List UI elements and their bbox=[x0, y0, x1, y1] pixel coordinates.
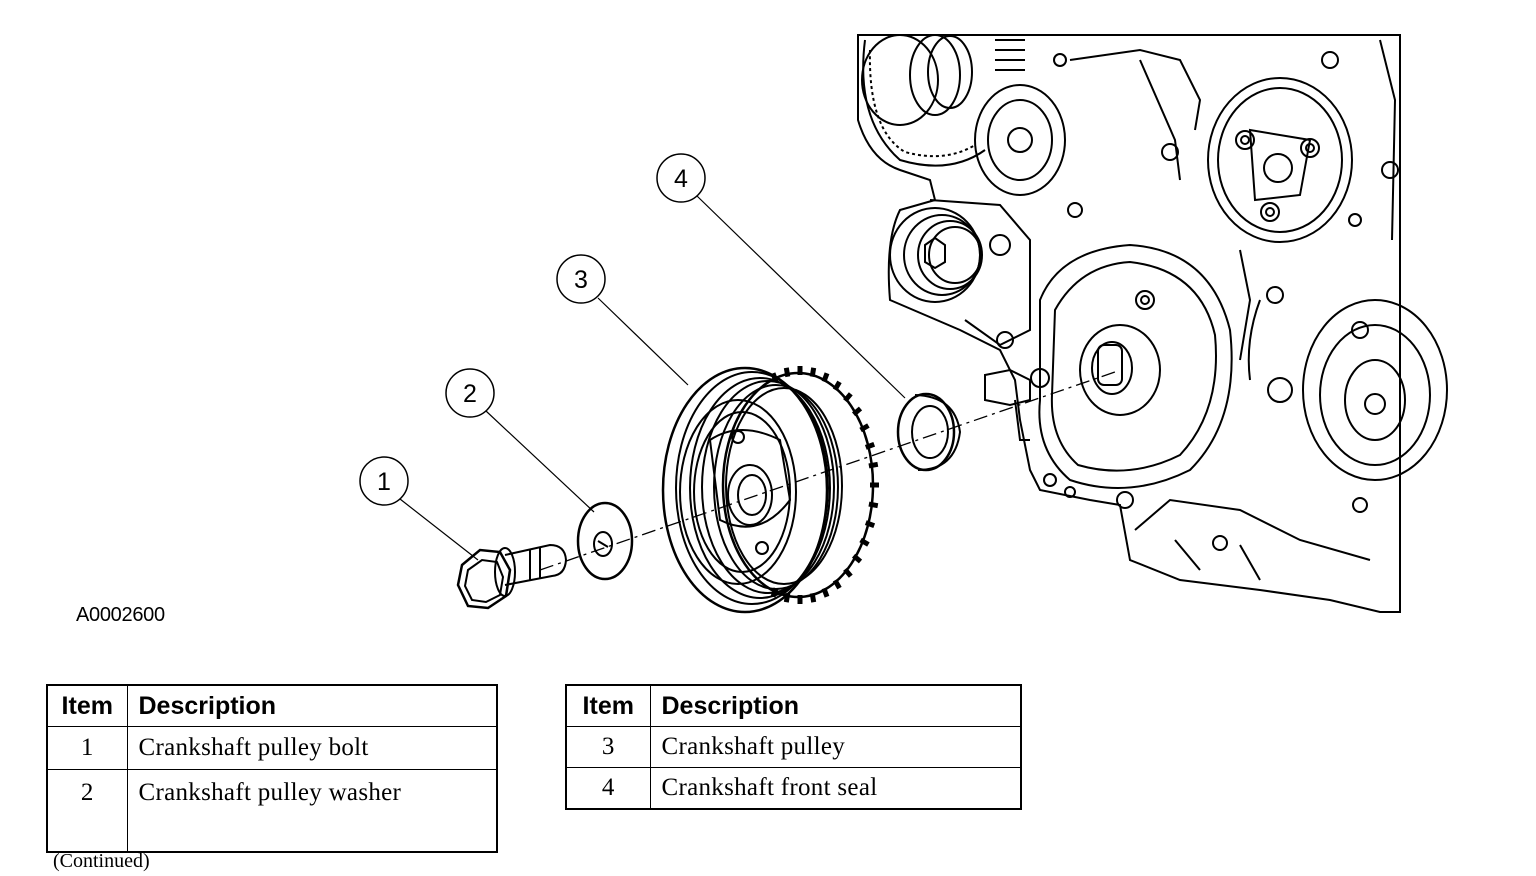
legend-item-description: Crankshaft pulley washer bbox=[126, 769, 498, 853]
legend-table-left: Item Description 1 Crankshaft pulley bol… bbox=[46, 684, 498, 853]
callout-4-number: 4 bbox=[674, 165, 688, 193]
engine-front-assembly bbox=[857, 34, 1448, 613]
callout-4: 4 bbox=[656, 153, 706, 203]
legend-item-description: Crankshaft pulley bbox=[649, 726, 1022, 768]
legend-item-number: 2 bbox=[46, 769, 128, 853]
washer-drawing bbox=[576, 501, 634, 581]
pulley-tooth bbox=[868, 501, 879, 509]
legend-row: 1 Crankshaft pulley bolt bbox=[46, 726, 498, 770]
description-column-header: Description bbox=[649, 684, 1022, 727]
legend-header-row: Item Description bbox=[46, 684, 498, 727]
front-seal-drawing bbox=[896, 392, 962, 472]
callout-2-leader bbox=[485, 410, 595, 513]
callout-3-circle bbox=[556, 254, 606, 304]
legend-item-description: Crankshaft pulley bolt bbox=[126, 726, 498, 770]
callout-2-circle bbox=[445, 368, 495, 418]
pulley-tooth bbox=[864, 520, 876, 529]
callout-4-leader bbox=[696, 195, 906, 399]
callout-1-number: 1 bbox=[377, 468, 391, 496]
callout-1: 1 bbox=[359, 456, 409, 506]
item-column-header: Item bbox=[46, 684, 128, 727]
callout-2: 2 bbox=[445, 368, 495, 418]
pulley-tooth bbox=[868, 461, 879, 469]
item-column-header: Item bbox=[565, 684, 651, 727]
pulley-tooth bbox=[864, 441, 876, 450]
legend-item-number: 1 bbox=[46, 726, 128, 770]
exploded-view-illustration: 1 2 3 4 bbox=[359, 34, 1448, 614]
callout-1-leader bbox=[399, 498, 479, 561]
crankshaft-bolt-drawing bbox=[456, 543, 568, 610]
callout-4-circle bbox=[656, 153, 706, 203]
continued-note: (Continued) bbox=[53, 850, 150, 872]
figure-id: A0002600 bbox=[76, 604, 165, 626]
legend-row: 3 Crankshaft pulley bbox=[565, 726, 1022, 768]
callout-1-circle bbox=[359, 456, 409, 506]
callout-2-number: 2 bbox=[463, 380, 477, 408]
legend-item-number: 4 bbox=[565, 767, 651, 810]
crankshaft-pulley-drawing bbox=[661, 366, 879, 614]
legend-row: 2 Crankshaft pulley washer bbox=[46, 769, 498, 853]
legend-table-right: Item Description 3 Crankshaft pulley 4 C… bbox=[565, 684, 1022, 810]
callout-3: 3 bbox=[556, 254, 606, 304]
legend-row: 4 Crankshaft front seal bbox=[565, 767, 1022, 810]
legend-header-row: Item Description bbox=[565, 684, 1022, 727]
description-column-header: Description bbox=[126, 684, 498, 727]
callout-3-number: 3 bbox=[574, 266, 588, 294]
legend-item-description: Crankshaft front seal bbox=[649, 767, 1022, 810]
legend-item-number: 3 bbox=[565, 726, 651, 768]
callout-3-leader bbox=[597, 297, 689, 386]
